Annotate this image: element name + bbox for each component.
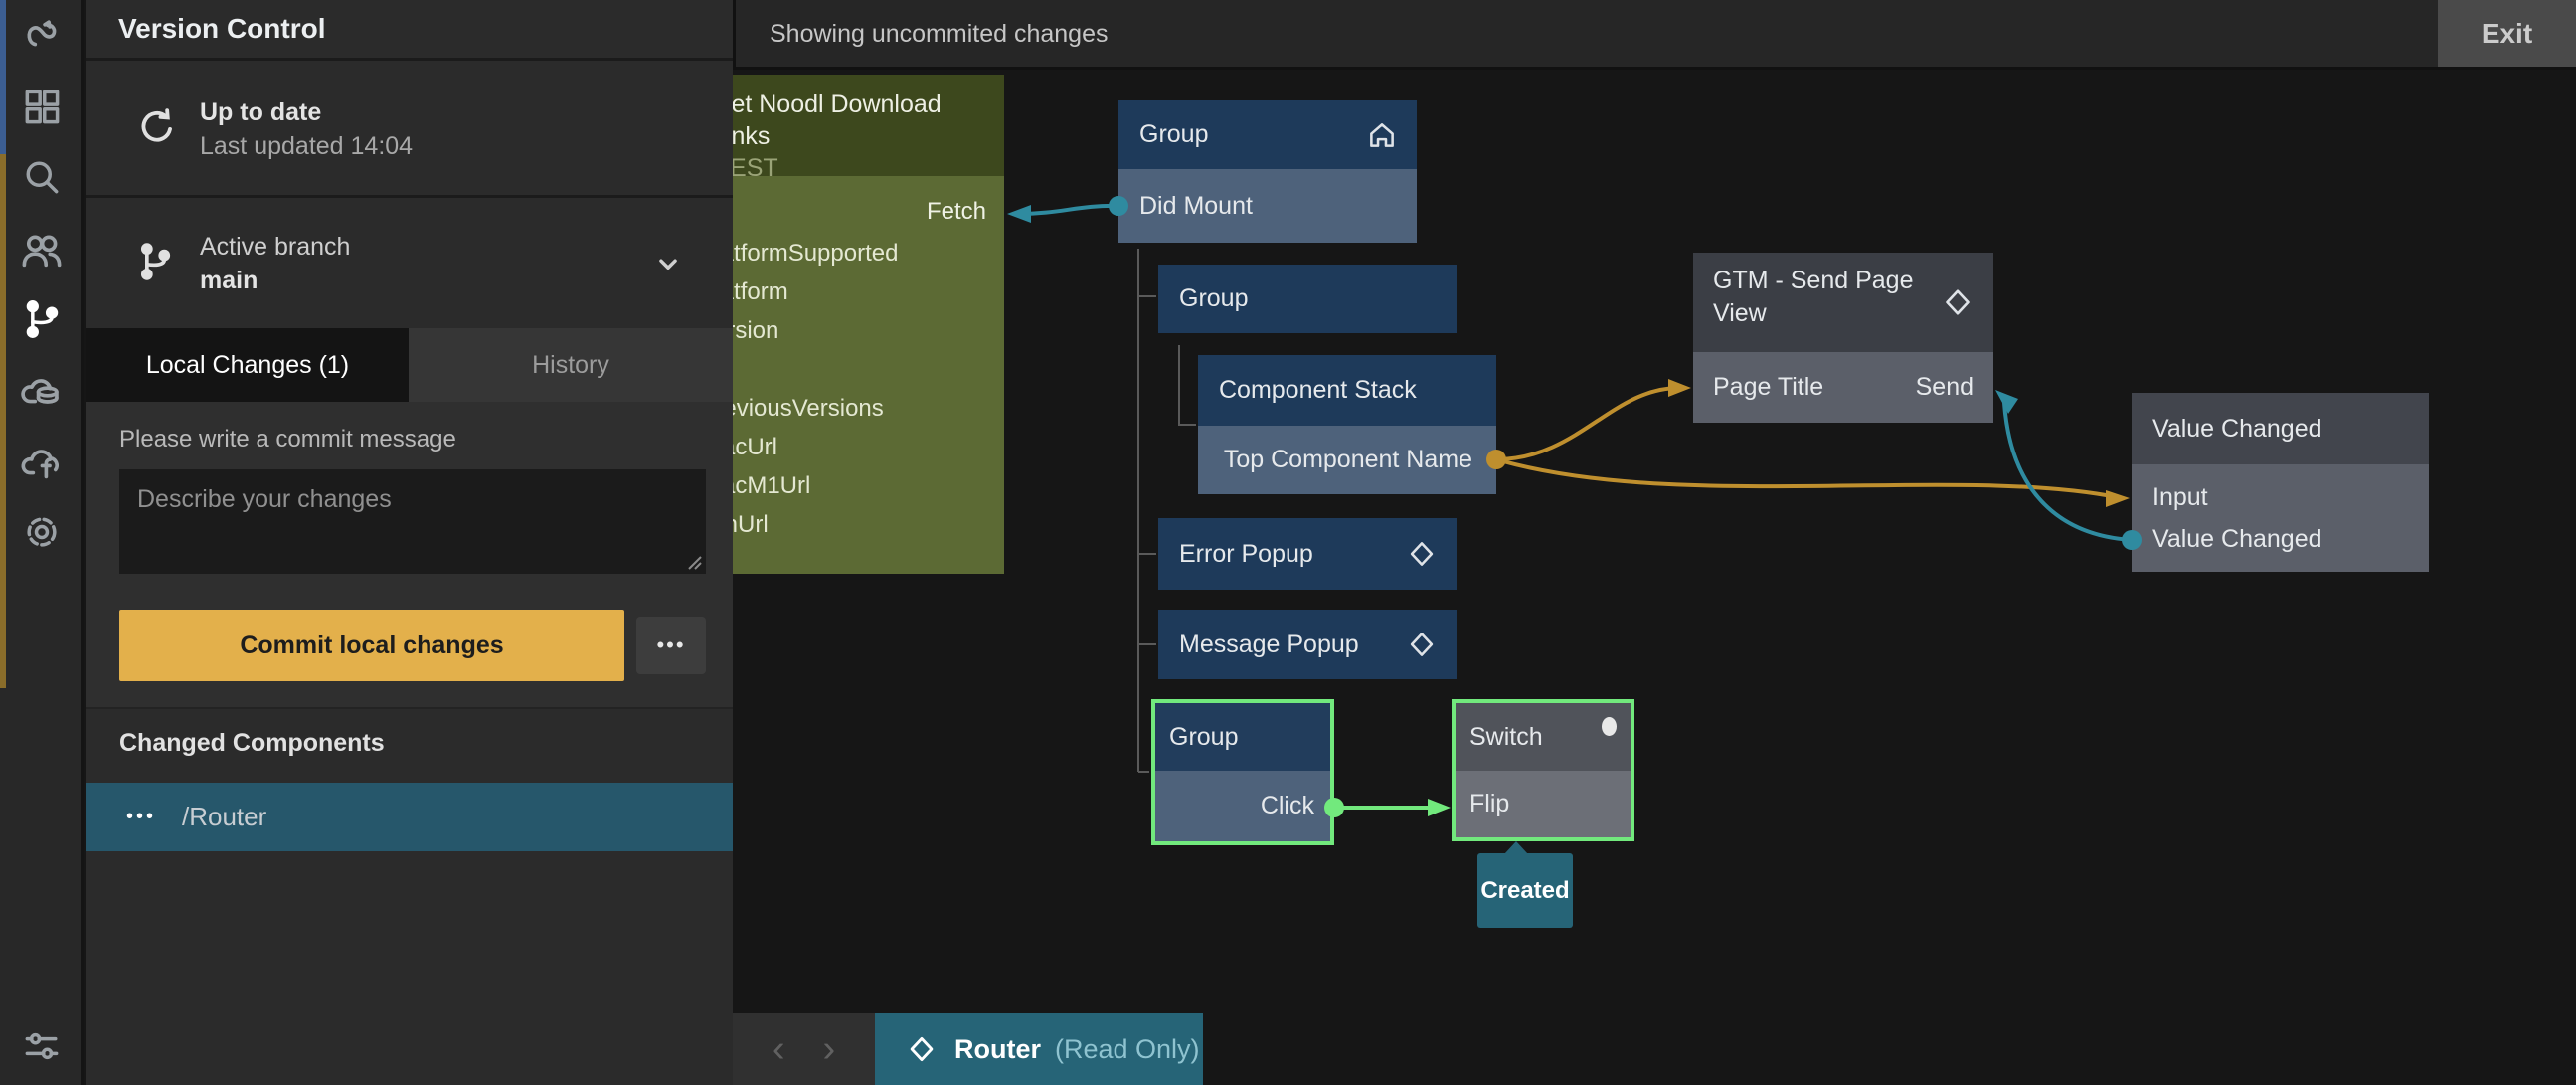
panel-title: Version Control — [86, 0, 733, 61]
version-control-icon[interactable] — [0, 297, 84, 341]
uncommitted-status-text: Showing uncommited changes — [770, 20, 1109, 48]
changed-component-label: /Router — [182, 802, 267, 831]
port-output[interactable]: url — [733, 350, 1004, 389]
port-did-mount[interactable]: Did Mount — [1139, 191, 1253, 220]
port-click[interactable]: Click — [1260, 792, 1314, 819]
commit-message-input[interactable] — [119, 469, 706, 574]
node-group-selected[interactable]: Group Click — [1151, 699, 1334, 845]
commit-button[interactable]: Commit local changes — [119, 610, 624, 681]
component-diamond-icon — [910, 1036, 934, 1062]
vc-tabs: Local Changes (1) History — [86, 328, 733, 402]
chevron-down-icon — [651, 247, 685, 285]
node-group-child[interactable]: Group — [1158, 265, 1457, 333]
node-created[interactable]: Created — [1477, 853, 1573, 928]
components-grid-icon[interactable] — [0, 85, 84, 128]
forward-button[interactable]: › — [822, 1028, 836, 1070]
open-component-tab[interactable]: Router (Read Only) — [875, 1013, 1203, 1085]
port-page-title[interactable]: Page Title — [1713, 373, 1824, 401]
component-diamond-icon — [1940, 284, 1975, 320]
branch-icon — [134, 240, 192, 288]
port-flip[interactable]: Flip — [1469, 790, 1510, 817]
node-status-dot — [1602, 717, 1617, 736]
component-tab-readonly: (Read Only) — [1055, 1033, 1200, 1064]
node-title: Error Popup — [1179, 539, 1313, 568]
active-branch-section[interactable]: Active branch main — [86, 201, 733, 326]
collaboration-icon[interactable] — [0, 227, 84, 272]
node-title: Component Stack — [1219, 376, 1417, 404]
port-send[interactable]: Send — [1915, 373, 1974, 401]
node-group-root[interactable]: Group Did Mount — [1118, 100, 1417, 243]
commit-more-button[interactable]: ••• — [636, 617, 706, 674]
sync-status: Up to date — [200, 98, 322, 126]
created-label: Created — [1480, 876, 1570, 904]
cloud-services-icon[interactable] — [0, 368, 84, 414]
port-output[interactable]: platform — [733, 277, 788, 305]
port-input[interactable]: Input — [2152, 482, 2208, 511]
tab-history[interactable]: History — [409, 328, 733, 402]
component-tab-label: Router — [954, 1033, 1041, 1064]
back-button[interactable]: ‹ — [772, 1028, 785, 1070]
branch-name: main — [200, 267, 258, 294]
node-graph-canvas[interactable]: Get Noodl Download Links REST Fetch plat… — [733, 70, 2576, 1013]
created-pointer — [1504, 841, 1528, 854]
port-output[interactable]: macUrl — [733, 433, 777, 460]
changed-component-row[interactable]: ••• /Router — [86, 783, 733, 851]
node-title: Message Popup — [1179, 630, 1359, 658]
node-message-popup[interactable]: Message Popup — [1158, 610, 1457, 679]
node-value-changed[interactable]: Value Changed Input Value Changed — [2132, 393, 2429, 572]
cloud-functions-icon[interactable] — [0, 440, 84, 485]
settings-gear-icon[interactable] — [0, 510, 84, 554]
history-nav: ‹ › — [733, 1013, 875, 1085]
node-title: Group — [1169, 722, 1239, 751]
port-top-component-name[interactable]: Top Component Name — [1223, 446, 1472, 473]
port-output[interactable]: macM1Url — [733, 471, 811, 499]
node-switch-selected[interactable]: Switch Flip — [1452, 699, 1634, 841]
node-rest[interactable]: Get Noodl Download Links REST Fetch plat… — [733, 75, 1004, 574]
home-icon — [1365, 118, 1399, 152]
node-title: Value Changed — [2152, 414, 2322, 443]
node-title: Group — [1179, 284, 1249, 312]
tab-local-changes[interactable]: Local Changes (1) — [86, 328, 409, 402]
sync-subtitle: Last updated 14:04 — [200, 132, 414, 160]
port-value-changed[interactable]: Value Changed — [2152, 524, 2322, 553]
port-output[interactable]: version — [733, 316, 779, 344]
node-component-stack[interactable]: Component Stack Top Component Name — [1198, 355, 1496, 494]
branch-label: Active branch — [200, 233, 351, 261]
canvas-top-bar: Showing uncommited changes Exit — [733, 0, 2576, 70]
refresh-icon[interactable] — [134, 104, 192, 155]
node-title: Group — [1139, 120, 1209, 148]
left-icon-rail — [0, 0, 84, 1085]
rail-accent-gold — [0, 154, 6, 688]
node-title: Get Noodl Download Links — [733, 90, 942, 150]
changed-components-heading: Changed Components — [119, 729, 385, 757]
port-output[interactable]: winUrl — [733, 510, 769, 538]
exit-button[interactable]: Exit — [2438, 0, 2576, 67]
component-diamond-icon — [1405, 537, 1439, 571]
noodl-logo-icon[interactable] — [0, 11, 84, 57]
rail-accent-blue — [0, 0, 6, 154]
commit-prompt: Please write a commit message — [119, 426, 456, 452]
editor-settings-icon[interactable] — [0, 1024, 84, 1068]
node-title: GTM - Send Page View — [1713, 267, 1914, 327]
node-error-popup[interactable]: Error Popup — [1158, 518, 1457, 590]
node-gtm-send-page-view[interactable]: GTM - Send Page View Page Title Send — [1693, 253, 1993, 423]
search-icon[interactable] — [0, 155, 84, 199]
port-fetch[interactable]: Fetch — [926, 198, 986, 225]
version-control-panel: Version Control Up to date Last updated … — [86, 0, 733, 1085]
row-more-dots[interactable]: ••• — [126, 806, 157, 827]
sync-status-section: Up to date Last updated 14:04 — [86, 64, 733, 198]
commit-section: Please write a commit message Commit loc… — [86, 402, 733, 709]
port-output[interactable]: previousVersions — [733, 394, 884, 422]
port-output[interactable]: platformSupported — [733, 239, 899, 267]
node-title: Switch — [1469, 722, 1543, 751]
component-diamond-icon — [1405, 628, 1439, 661]
